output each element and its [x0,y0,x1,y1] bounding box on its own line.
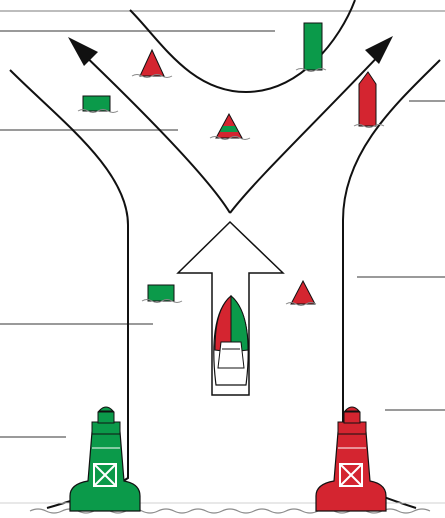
can-buoy-icon [142,285,182,303]
left-arrowhead-icon [68,37,98,66]
boat-cabin [218,342,244,368]
nun-buoy-icon [354,72,384,128]
junction-buoy-icon [210,114,250,140]
can-buoy-icon [78,96,118,113]
can-buoy-icon [296,23,326,72]
right-route-line [230,48,386,213]
right-arrowhead-icon [365,36,393,64]
lighted-buoy-icon [70,407,140,511]
nun-buoy-icon [286,281,316,306]
nun-buoy-icon [132,50,172,78]
lighted-buoy-icon [316,407,386,511]
